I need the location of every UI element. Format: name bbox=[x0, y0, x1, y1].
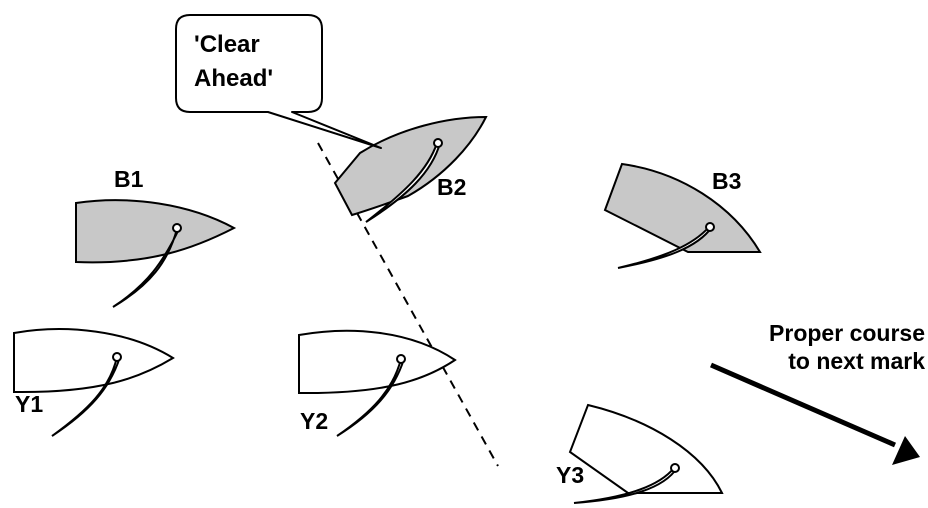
boat-b1-mast bbox=[172, 223, 182, 233]
boat-y3-mast bbox=[670, 463, 680, 473]
callout-line-1: 'Clear bbox=[194, 31, 260, 58]
boat-y2: Y2 bbox=[298, 329, 457, 437]
boat-y2-hull bbox=[298, 329, 457, 395]
course-arrow-shaft bbox=[710, 362, 896, 448]
boat-b2-mast bbox=[433, 138, 443, 148]
boat-b3-sail bbox=[617, 226, 714, 269]
clear-ahead-line bbox=[317, 142, 499, 467]
course-label-line-2: to next mark bbox=[788, 348, 925, 374]
boat-y2-mast bbox=[396, 354, 406, 364]
boat-b1: B1 bbox=[75, 166, 237, 308]
boat-y3: Y3 bbox=[556, 403, 724, 504]
boat-b1-label: B1 bbox=[114, 166, 144, 192]
boat-b2-label: B2 bbox=[437, 174, 466, 200]
boat-y3-sail bbox=[573, 467, 679, 504]
boat-y1-sail bbox=[51, 356, 122, 437]
boat-b3-label: B3 bbox=[712, 168, 741, 194]
boat-b2-sail bbox=[365, 142, 442, 223]
boat-y3-hull bbox=[568, 403, 724, 495]
boat-y1-mast bbox=[112, 352, 122, 362]
clear-ahead-callout: 'Clear Ahead' bbox=[175, 14, 382, 149]
boat-y3-label: Y3 bbox=[556, 462, 584, 488]
boat-y2-label: Y2 bbox=[300, 408, 328, 434]
boat-b3: B3 bbox=[603, 162, 762, 269]
course-label-line-1: Proper course bbox=[769, 320, 925, 346]
boat-b2-hull bbox=[333, 115, 488, 217]
callout-line-2: Ahead' bbox=[194, 65, 273, 92]
course-arrow-head bbox=[892, 436, 920, 465]
boat-y1-label: Y1 bbox=[15, 391, 43, 417]
boat-b3-hull bbox=[603, 162, 762, 254]
boat-b2: B2 bbox=[333, 115, 488, 223]
boat-y2-sail bbox=[336, 358, 406, 437]
boat-b3-mast bbox=[705, 222, 715, 232]
boat-y1: Y1 bbox=[13, 328, 175, 437]
course-arrow-group: Proper course to next mark bbox=[710, 320, 925, 465]
boat-b1-sail bbox=[112, 228, 181, 308]
boat-y1-hull bbox=[13, 328, 175, 394]
boat-b1-hull bbox=[75, 199, 237, 264]
callout-bubble bbox=[175, 14, 382, 149]
